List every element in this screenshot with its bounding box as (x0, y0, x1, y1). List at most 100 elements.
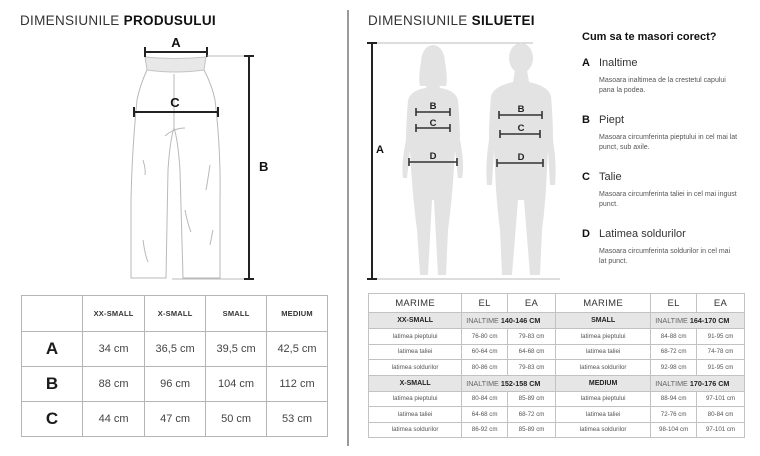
table-row: A 34 cm 36,5 cm 39,5 cm 42,5 cm (21, 331, 328, 367)
cell-ea: 79-83 cm (507, 328, 556, 345)
howto-letter: C (582, 171, 590, 183)
silhouette-dimensions-title: DIMENSIUNILE SILUETEI (368, 13, 535, 28)
cell-el: 60-64 cm (461, 343, 509, 360)
cell-ea: 74-78 cm (696, 343, 745, 360)
howto-desc: Masoara circumferinta taliei in cel mai … (599, 191, 737, 208)
height-value: 152-158 CM (500, 378, 541, 388)
table-row: B 88 cm 96 cm 104 cm 112 cm (21, 366, 328, 402)
female-label-c: C (430, 118, 437, 129)
height-prefix: INALTIME (655, 378, 690, 388)
size-name: SMALL (554, 312, 652, 329)
label-b: B (259, 159, 268, 174)
product-size-table: XX-SMALL X-SMALL SMALL MEDIUM A 34 cm 36… (21, 295, 328, 437)
size-name: MEDIUM (554, 374, 652, 392)
howto-item-chest: B Piept Masoara circumferinta pieptului … (582, 114, 752, 153)
size-height: INALTIME 152-158 CM (461, 374, 556, 392)
size-group-row: SMALL INALTIME 164-170 CM (554, 312, 745, 329)
row-label: latimea pieptului (367, 328, 463, 345)
table-header-row: XX-SMALL X-SMALL SMALL MEDIUM (21, 295, 328, 332)
title-bold: SILUETEI (471, 13, 535, 28)
size-group-row: XX-SMALL INALTIME 140-146 CM (367, 312, 556, 329)
table-cell: 36,5 cm (144, 331, 207, 367)
header-ea: EA (696, 293, 745, 313)
table-cell: 42,5 cm (266, 331, 328, 367)
cell-el: 80-84 cm (461, 390, 509, 407)
height-value: 140-146 CM (500, 316, 541, 325)
cell-el: 92-98 cm (650, 359, 698, 376)
howto-name: Inaltime (599, 57, 638, 69)
male-silhouette-icon (486, 43, 556, 275)
row-label: C (21, 401, 83, 437)
howto-desc: Masoara inaltimea de la crestetul capulu… (599, 77, 726, 94)
section-divider (347, 10, 349, 446)
label-a: A (376, 144, 384, 156)
row-label: latimea pieptului (367, 390, 463, 407)
howto-name: Piept (599, 114, 625, 126)
cell-el: 72-76 cm (650, 406, 698, 423)
title-light: DIMENSIUNILE (368, 13, 472, 28)
cell-el: 68-72 cm (650, 343, 698, 360)
table-cell: 96 cm (144, 366, 207, 402)
row-label: latimea soldurilor (554, 359, 652, 376)
table-cell: 34 cm (81, 331, 146, 367)
table-header-row: MARIME EL EA (554, 293, 745, 313)
cell-ea: 68-72 cm (507, 406, 556, 423)
size-name: X-SMALL (367, 374, 463, 392)
row-label: latimea soldurilor (367, 421, 463, 438)
header-ea: EA (507, 293, 556, 313)
title-light: DIMENSIUNILE (20, 13, 124, 28)
header-cell: XX-SMALL (81, 295, 146, 332)
cell-el: 88-94 cm (650, 390, 698, 407)
male-measure-lines (496, 111, 544, 167)
header-cell: MEDIUM (266, 295, 328, 332)
row-label: latimea taliei (367, 406, 463, 423)
row-label: latimea soldurilor (367, 359, 463, 376)
dimension-c-line (133, 107, 219, 117)
cell-ea: 85-89 cm (507, 421, 556, 438)
height-value: 164-170 CM (689, 316, 730, 325)
howto-desc: Masoara circumferinta pieptului in cel m… (599, 134, 738, 151)
female-measure-lines (408, 108, 458, 166)
silhouette-table-right: MARIME EL EA SMALL INALTIME 164-170 CM l… (554, 293, 745, 438)
header-cell: X-SMALL (144, 295, 207, 332)
cell-ea: 97-101 cm (696, 421, 745, 438)
height-prefix: INALTIME (466, 378, 501, 388)
label-c: C (170, 95, 180, 110)
female-label-b: B (430, 101, 437, 112)
size-height: INALTIME 164-170 CM (650, 312, 745, 329)
row-label: latimea taliei (554, 343, 652, 360)
table-cell: 53 cm (266, 401, 328, 437)
cell-el: 64-68 cm (461, 406, 509, 423)
dimension-b-line (244, 55, 254, 280)
male-label-d: D (518, 152, 525, 163)
dimension-a-line (367, 42, 377, 280)
table-header-row: MARIME EL EA (367, 293, 556, 313)
header-cell: SMALL (205, 295, 268, 332)
header-el: EL (650, 293, 698, 313)
silhouette-table-left: MARIME EL EA XX-SMALL INALTIME 140-146 C… (367, 293, 556, 438)
howto-item-hips: D Latimea soldurilor Masoara circumferin… (582, 228, 752, 267)
howto-name: Latimea soldurilor (599, 228, 686, 240)
howto-name: Talie (599, 171, 622, 183)
row-label: latimea soldurilor (554, 421, 652, 438)
howto-letter: D (582, 228, 590, 240)
howto-letter: B (582, 114, 590, 126)
header-cell (21, 295, 83, 332)
cell-el: 98-104 cm (650, 421, 698, 438)
cell-el: 80-86 cm (461, 359, 509, 376)
size-height: INALTIME 140-146 CM (461, 312, 556, 329)
header-size: MARIME (554, 293, 652, 313)
table-cell: 88 cm (81, 366, 146, 402)
table-cell: 47 cm (144, 401, 207, 437)
height-prefix: INALTIME (466, 316, 501, 325)
dimension-a-line (144, 47, 208, 57)
table-cell: 104 cm (205, 366, 268, 402)
